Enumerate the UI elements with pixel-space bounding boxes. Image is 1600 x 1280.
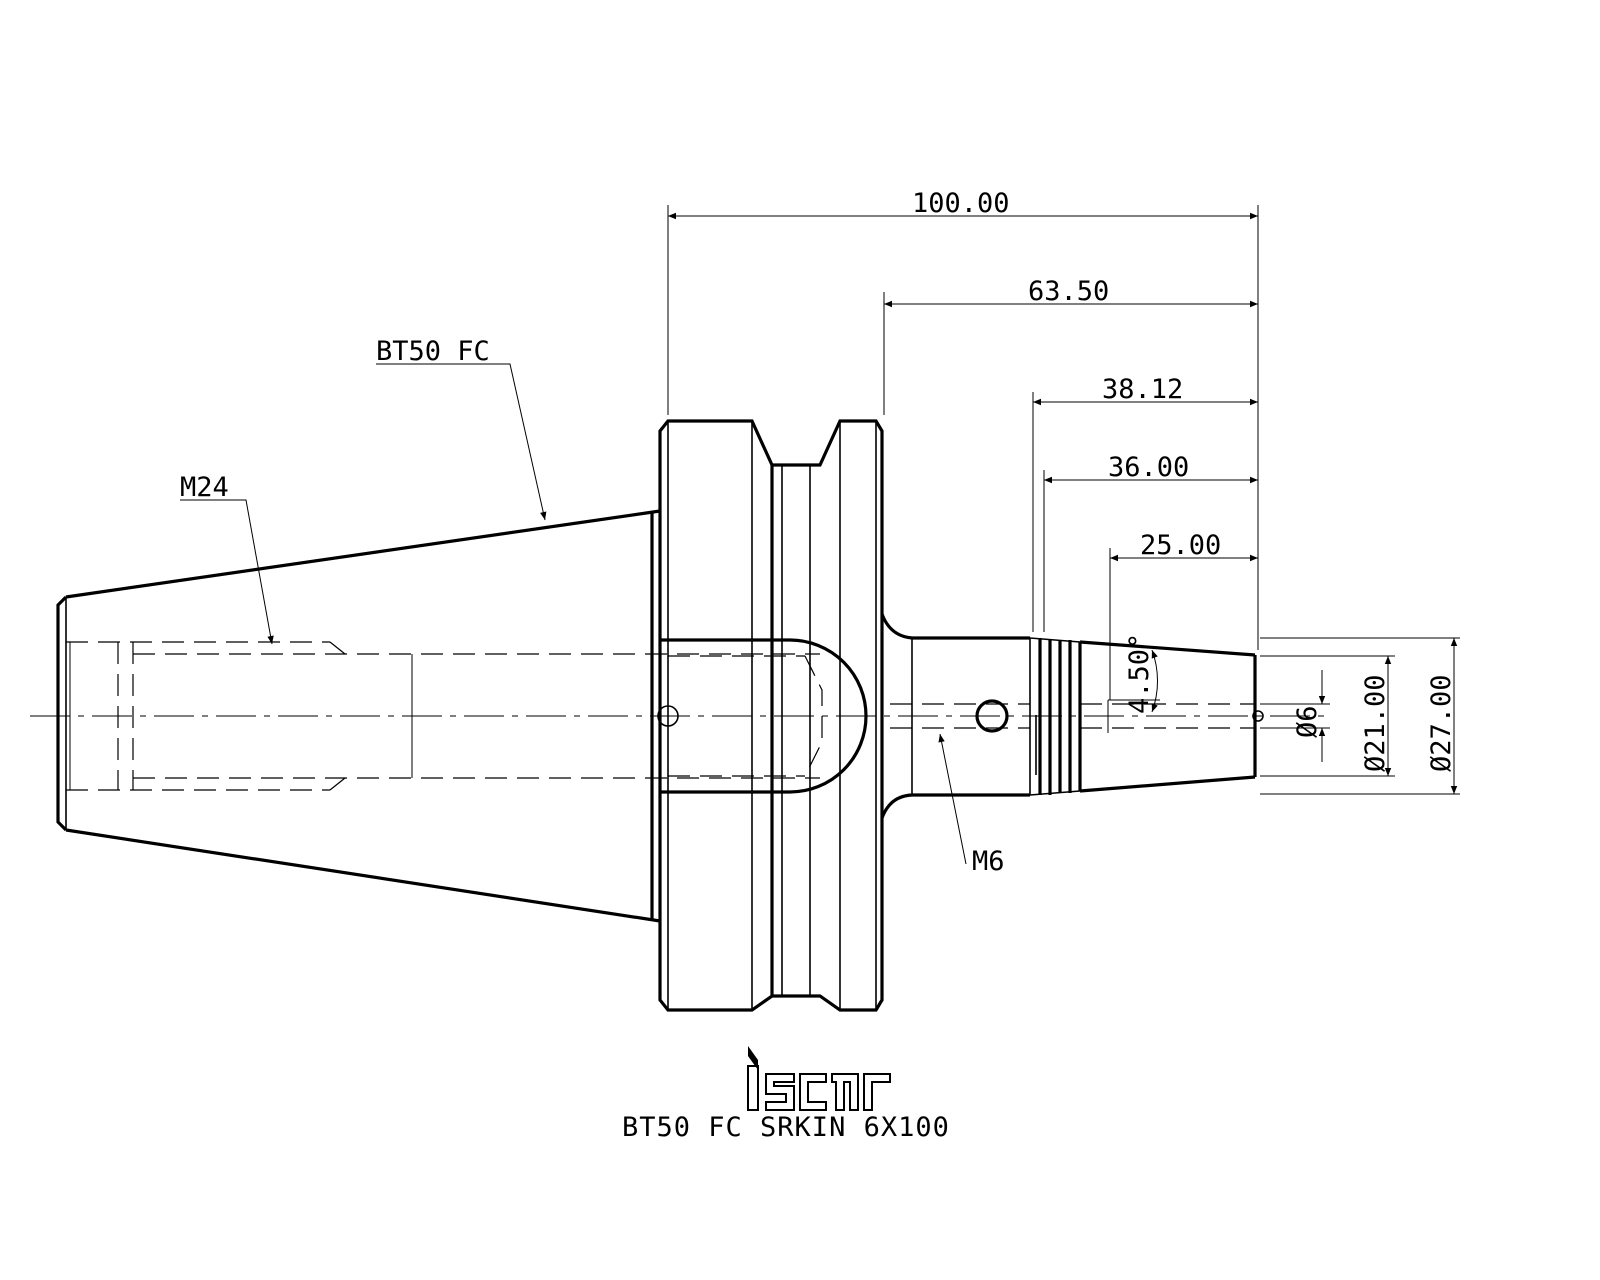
extension-lines bbox=[667, 205, 1460, 795]
flange bbox=[657, 419, 884, 1012]
dim-nose-diameter: Ø27.00 bbox=[1426, 674, 1457, 772]
screw-label: M6 bbox=[972, 846, 1005, 877]
shank bbox=[880, 613, 1264, 819]
taper-label: BT50 FC bbox=[376, 336, 490, 367]
iscar-logo bbox=[747, 1046, 891, 1111]
dim-gauge-to-tip: 63.50 bbox=[1028, 276, 1109, 307]
dim-overall-length: 100.00 bbox=[912, 188, 1010, 219]
dim-tip-diameter: Ø21.00 bbox=[1360, 674, 1391, 772]
thread-label: M24 bbox=[180, 472, 229, 503]
leader-lines bbox=[180, 363, 967, 865]
designation-caption: BT50 FC SRKIN 6X100 bbox=[622, 1112, 950, 1143]
dim-bore-depth: 25.00 bbox=[1140, 530, 1221, 561]
dimension-lines bbox=[668, 212, 1458, 794]
dim-taper-angle: 4.50° bbox=[1124, 633, 1155, 714]
dim-bore-diameter: Ø6 bbox=[1292, 705, 1323, 738]
dim-clamp-length: 38.12 bbox=[1102, 374, 1183, 405]
dim-taper-length: 36.00 bbox=[1108, 452, 1189, 483]
